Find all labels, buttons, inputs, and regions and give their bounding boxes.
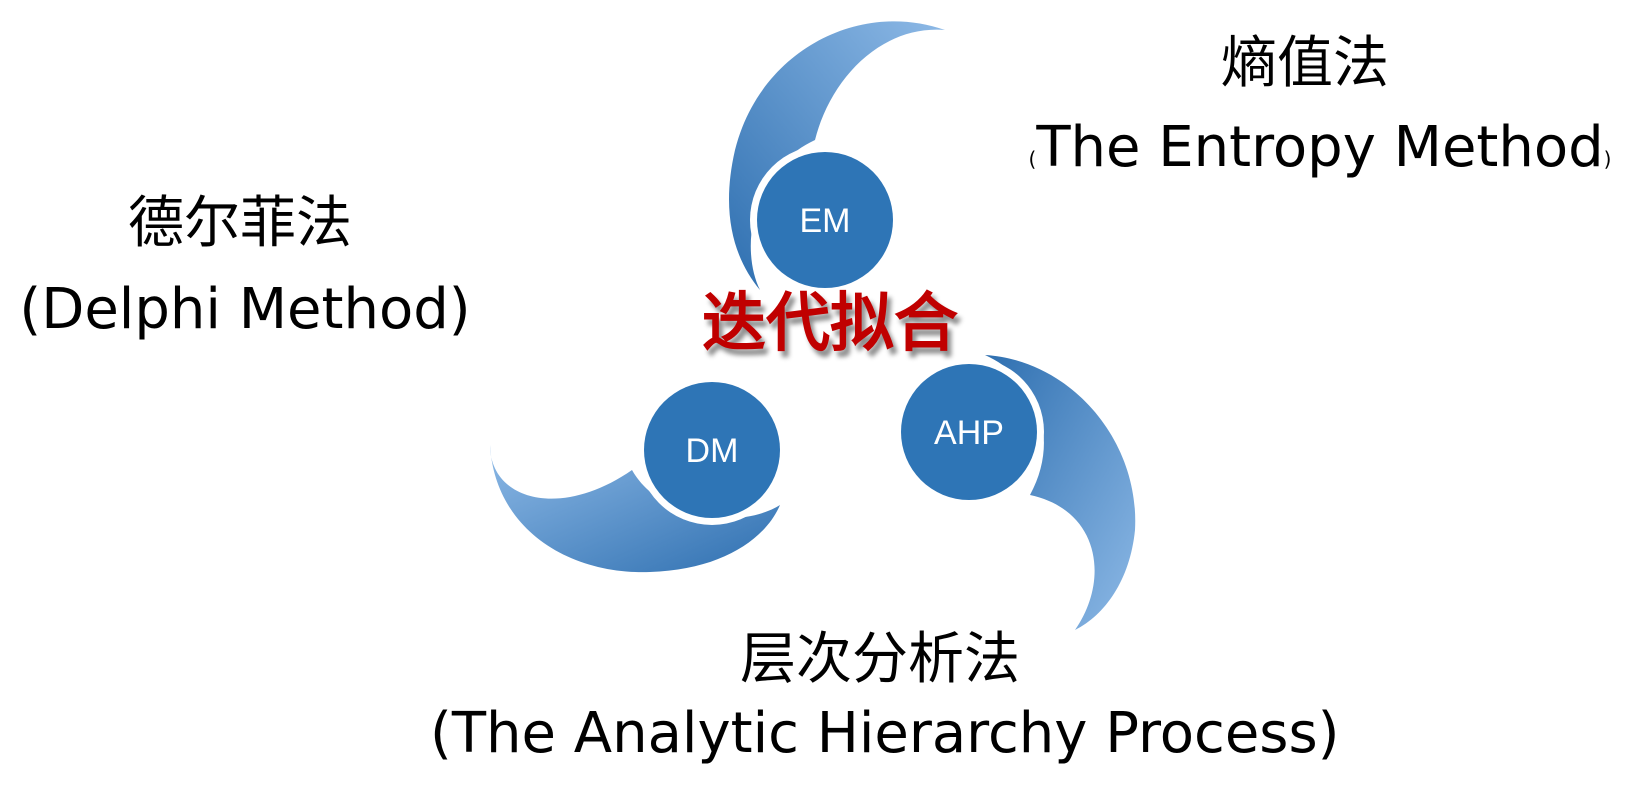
ahp-abbr: AHP <box>934 414 1004 452</box>
entropy-method-name-en-text: The Entropy Method <box>1036 115 1604 180</box>
ahp-node: AHP <box>894 357 1044 507</box>
ahp-name-zh: 层次分析法 <box>740 627 1020 692</box>
em-circle <box>757 152 893 288</box>
dm-circle <box>644 382 780 518</box>
dm-petal-shape <box>490 445 780 573</box>
dm-node: DM <box>637 375 787 525</box>
entropy-method-name-zh: 熵值法 <box>1221 31 1389 96</box>
ahp-petal-shape <box>985 355 1136 630</box>
ahp-circle <box>901 364 1037 500</box>
em-node: EM <box>750 145 900 295</box>
entropy-open-paren: ( <box>1028 147 1037 171</box>
dm-abbr: DM <box>686 432 739 470</box>
delphi-method-name-en: (Delphi Method) <box>19 277 471 342</box>
ahp-name-en: (The Analytic Hierarchy Process) <box>430 701 1340 766</box>
center-label: 迭代拟合 <box>702 287 958 361</box>
em-petal-shape <box>729 21 945 291</box>
entropy-method-name-en: (The Entropy Method) <box>1010 120 1630 176</box>
entropy-close-paren: ) <box>1603 147 1612 171</box>
em-abbr: EM <box>800 202 851 240</box>
delphi-method-name-zh: 德尔菲法 <box>128 191 352 256</box>
